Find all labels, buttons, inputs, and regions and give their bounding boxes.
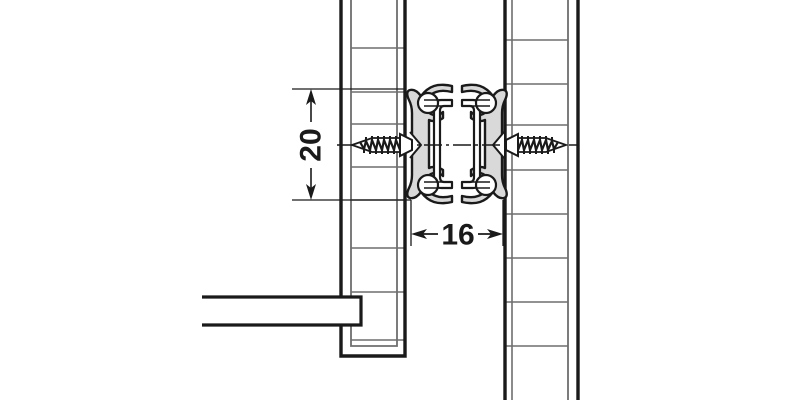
right-panel-group <box>503 0 580 400</box>
right-panel-hatching <box>505 39 568 347</box>
drawer-bottom-body <box>202 297 361 325</box>
left-mounting-screw <box>349 132 413 158</box>
runner-right-upper-ball <box>474 91 498 115</box>
right-screw-threads <box>516 136 559 154</box>
runner-left-upper-ball <box>416 91 440 115</box>
runner-left-screw-seat <box>409 131 422 159</box>
dimension-16-label: 16 <box>441 219 474 252</box>
dimension-16-arrow-right <box>487 229 503 239</box>
left-panel-outline <box>339 0 407 358</box>
dimension-20-group: 20 <box>292 88 411 201</box>
right-panel-body <box>505 0 578 400</box>
dimension-16-arrow-left <box>411 229 427 239</box>
left-panel-inner-edge <box>350 0 398 347</box>
dimension-20-arrow-bottom <box>306 184 316 200</box>
runner-left-profile <box>406 83 454 205</box>
dimension-16-group: 16 <box>410 200 504 252</box>
runner-left-lower-ball <box>416 173 440 197</box>
left-screw-thread-crests <box>363 136 397 154</box>
drawer-bottom-panel-group <box>202 295 363 327</box>
dimension-20-label: 20 <box>295 128 328 161</box>
right-screw-thread-crests <box>521 136 555 154</box>
dimension-20-arrow-top <box>306 89 316 105</box>
right-screw-head <box>505 132 519 158</box>
runner-right-lower-ball <box>474 173 498 197</box>
left-screw-threads <box>359 136 402 154</box>
runner-right-profile <box>460 83 508 205</box>
drawer-bottom-outline <box>202 295 363 327</box>
left-screw-head <box>399 132 413 158</box>
right-mounting-screw <box>505 132 569 158</box>
